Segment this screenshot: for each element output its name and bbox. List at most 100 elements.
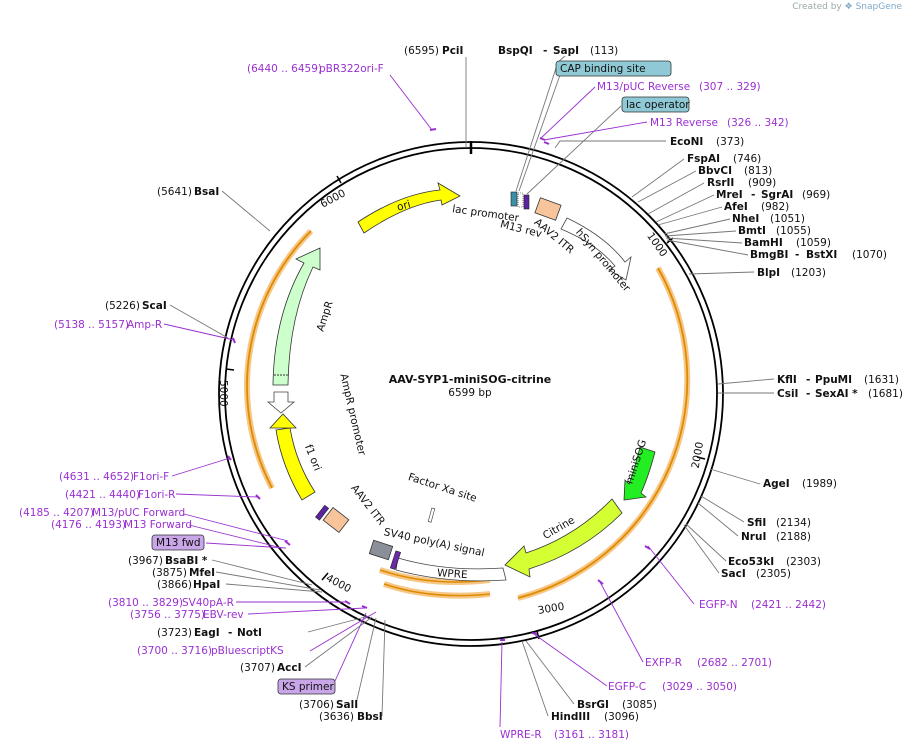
site-noti: NotI (237, 627, 262, 639)
ptick-10 (284, 540, 291, 546)
site-sgrai-pos: (969) (802, 189, 830, 201)
lead-hindiii (521, 640, 549, 717)
site-bsabi-pos: (3967) (128, 555, 163, 567)
citrine-arrow (504, 498, 623, 578)
ptick-3 (543, 141, 550, 145)
lead-bbvci (637, 170, 697, 203)
site-acci: AccI (277, 662, 301, 674)
site-hindiii: HindIII (551, 711, 590, 723)
tick-4000: 4000 (324, 572, 353, 595)
primer-amp-r: Amp-R (127, 319, 162, 331)
site-eagi: EagI (194, 627, 220, 639)
site-fspai: FspAI (687, 153, 720, 165)
primer-egfp-n-range: (2421 .. 2442) (751, 599, 826, 611)
plead-egfp-c (533, 633, 608, 687)
site-csii: CsiI (777, 388, 798, 400)
primer-leader-lines (163, 74, 695, 728)
sv40-polya-primer-mark (389, 550, 402, 570)
lead-sali (355, 617, 377, 705)
credit-brand: SnapGene (855, 2, 902, 12)
ptick-11 (255, 494, 261, 500)
site-mrei: MreI (716, 189, 743, 201)
orf-arc-right-line (517, 267, 689, 599)
lac-operator-label: lac operator (626, 99, 690, 111)
site-bmti-pos: (1055) (776, 225, 811, 237)
lead-afei (657, 206, 723, 226)
site-eco53ki-pos: (2303) (786, 556, 821, 568)
lead-bsrgi (525, 640, 575, 705)
site-nrui-pos: (2188) (776, 531, 811, 543)
site-fspai-pos: (746) (733, 153, 761, 165)
lead-eco53ki (685, 523, 727, 562)
primer-sv40pa-r: SV40pA-R (182, 597, 234, 609)
plead-f1ori-f (171, 457, 231, 477)
primer-pbluescript: pBluescriptKS (211, 645, 284, 657)
primer-pbr322: pBR322ori-F (319, 63, 384, 75)
m13-fwd-label: M13 fwd (156, 537, 201, 549)
primer-m13-rev-range: (326 .. 342) (727, 117, 789, 129)
lead-mfei (215, 571, 321, 591)
primer-amp-r-range: (5138 .. 5157) (54, 319, 129, 331)
site-bamhi: BamHI (744, 237, 783, 249)
lead-srgai (655, 194, 715, 223)
primer-ebv-rev: EBV-rev (203, 609, 244, 621)
site-econi-pos: (373) (716, 136, 744, 148)
primer-egfp-c-range: (3029 .. 3050) (662, 681, 737, 693)
site-sexai: SexAI * (815, 388, 858, 400)
site-kfli-sep: - (806, 374, 810, 386)
ks-primer-label: KS primer (282, 681, 334, 693)
site-bmgbi-sep: - (795, 249, 799, 261)
lead-rsrii (647, 182, 705, 215)
primer-m13-fwd-range: (4176 .. 4193) (51, 519, 126, 531)
ptick-1 (429, 128, 437, 131)
minisog-arrow (623, 446, 656, 501)
tick-5000-mark (225, 368, 235, 371)
ptick-2 (539, 137, 546, 141)
site-econi: EcoNI (670, 136, 703, 148)
orf-arcs (244, 228, 691, 601)
cap-binding-label: CAP binding site (560, 63, 646, 75)
primer-f1ori-f-range: (4631 .. 4652) (59, 471, 134, 483)
site-blpi: BlpI (757, 267, 780, 279)
plead-wpre-r (499, 641, 503, 728)
primer-m13puc-fwd-range: (4185 .. 4207) (19, 507, 94, 519)
lead-blpi (688, 271, 755, 275)
site-sexai-pos: (1681) (868, 388, 903, 400)
site-afei-pos: (982) (761, 201, 789, 213)
lead-eagi (307, 615, 370, 633)
ptick-12 (227, 455, 232, 461)
ptick-5 (597, 579, 604, 585)
ampr-promoter-label: AmpR promoter (337, 373, 368, 458)
ori-label: ori (396, 198, 412, 213)
site-bstxi-pos: (1070) (852, 249, 887, 261)
orf-arc-left-line (246, 230, 312, 489)
site-pcii-pos: (6595) (404, 45, 439, 57)
lead-scai (169, 304, 229, 339)
lead-bsai (221, 190, 271, 232)
primer-wpre-r: WPRE-R (500, 729, 542, 741)
lead-nhei (663, 218, 731, 235)
plead-m13puc-rev (539, 86, 596, 140)
site-bsrgi: BsrGI (577, 699, 609, 711)
primer-wpre-r-range: (3161 .. 3181) (554, 729, 629, 741)
site-afei: AfeI (724, 201, 748, 213)
primer-m13puc-fwd: M13/pUC Forward (92, 507, 185, 519)
lead-cap (518, 69, 593, 192)
hsyn-promoter-arrow (560, 217, 632, 281)
lead-bamhi (665, 237, 743, 244)
site-mfei: MfeI (189, 567, 215, 579)
plead-ebv-rev (247, 607, 366, 615)
tick-2000: 2000 (690, 441, 706, 469)
lead-bsabi (211, 559, 313, 586)
site-rsrii-pos: (909) (748, 177, 776, 189)
site-bsrgi-pos: (3085) (622, 699, 657, 711)
lead-bmti (664, 230, 737, 237)
site-ppumi-pos: (1631) (864, 374, 899, 386)
lead-bspqi (515, 55, 566, 192)
lead-econi (554, 140, 666, 149)
lead-lacop (526, 105, 622, 195)
m13-fwd-mark (315, 504, 330, 521)
site-bamhi-pos: (1059) (796, 237, 831, 249)
ptick-13 (232, 337, 236, 344)
